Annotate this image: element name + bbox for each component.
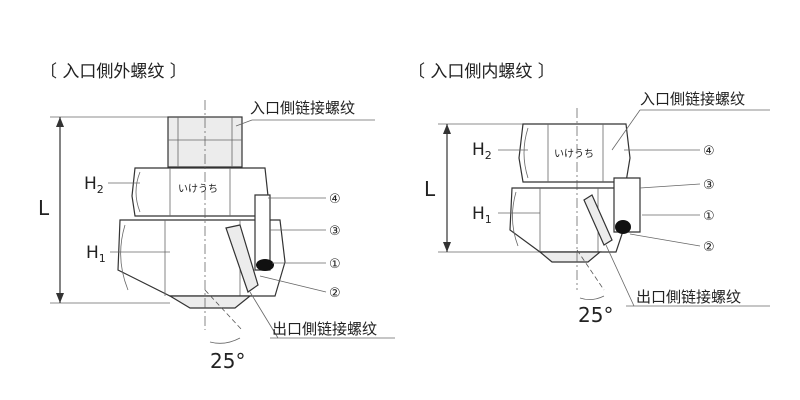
right-dim-L: L: [424, 177, 436, 201]
right-h2-label: H2: [472, 140, 492, 162]
right-marking: いけうち: [554, 148, 594, 160]
left-h1-label: H1: [86, 243, 106, 265]
right-vane: [583, 194, 613, 246]
right-callout-2: ②: [703, 240, 715, 255]
left-ball: [256, 259, 274, 271]
right-title: 〔 入口側内螺纹 〕: [408, 62, 555, 82]
right-callout-3: ③: [703, 178, 715, 193]
right-callout-4: ④: [703, 144, 715, 159]
internal-thread-diagram: 〔 入口側内螺纹 〕 L いけうち H2 H1 入口側: [408, 62, 770, 327]
left-dim-arrow-top: [56, 117, 64, 127]
right-h1-label: H1: [472, 204, 492, 226]
right-angle: 25°: [578, 303, 613, 327]
left-nozzle-tip: [167, 295, 252, 309]
left-angle: 25°: [210, 349, 245, 373]
left-callout-3: ③: [329, 224, 341, 239]
left-title: 〔 入口側外螺纹 〕: [40, 62, 187, 82]
left-dim-arrow-bottom: [56, 293, 64, 303]
right-nozzle-tip: [538, 251, 602, 263]
left-callout-4: ④: [329, 192, 341, 207]
right-inlet-label: 入口側链接螺纹: [640, 90, 745, 108]
right-callout-1: ①: [703, 209, 715, 224]
left-inlet-label: 入口側链接螺纹: [250, 99, 355, 117]
left-dim-L: L: [38, 196, 50, 220]
left-marking: いけうち: [178, 183, 218, 195]
right-ball: [615, 220, 631, 234]
left-side-body: [254, 194, 271, 271]
left-vane: [225, 224, 259, 293]
right-side-body: [613, 177, 641, 233]
left-angle-line: [204, 289, 243, 331]
left-outlet-label: 出口側链接螺纹: [272, 320, 377, 338]
left-callout-1: ①: [329, 257, 341, 272]
right-outlet-label: 出口側链接螺纹: [636, 288, 741, 306]
left-callout-2: ②: [329, 286, 341, 301]
external-thread-diagram: 〔 入口側外螺纹 〕 L いけうち H2 H1: [38, 62, 395, 373]
left-h2-label: H2: [84, 174, 104, 196]
